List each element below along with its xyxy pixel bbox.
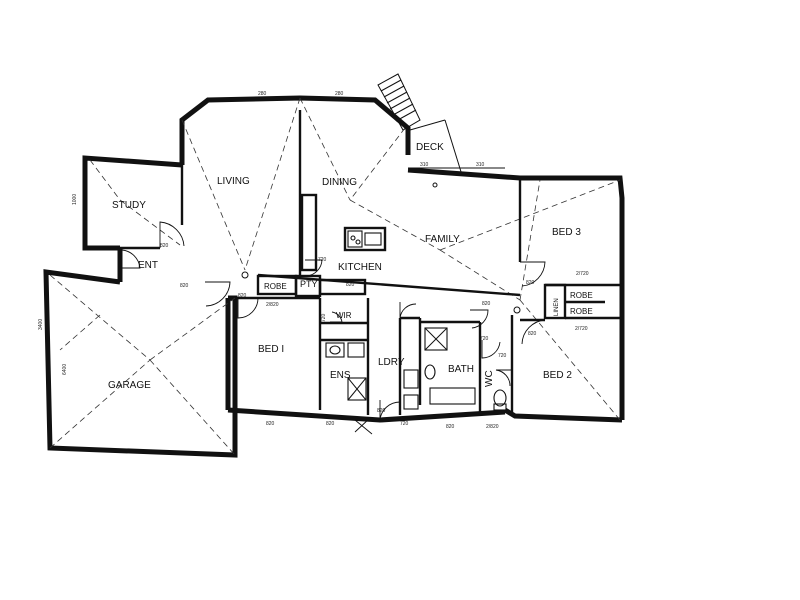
dim-ldry-door: 820 [377, 408, 386, 414]
dim-bed2-door: 820 [528, 331, 537, 337]
external-walls [43, 95, 625, 458]
room-label-bed1: BED I [258, 344, 284, 355]
room-label-dining: DINING [322, 177, 357, 188]
dim-hall-b: 820 [482, 301, 491, 307]
room-label-pty: PTY [300, 279, 318, 289]
dim-left-garage-b: 3400 [38, 319, 44, 330]
dim-study-door: 820 [160, 243, 169, 249]
room-label-linen: LINEN [554, 298, 560, 316]
dim-bottom-c: 820 [446, 424, 455, 430]
room-label-study: STUDY [112, 200, 146, 211]
dim-deck-right: 310 [476, 162, 485, 168]
dim-bath-door: 720 [480, 336, 489, 342]
internal-walls [120, 110, 622, 415]
dim-robe2-door: 2/720 [575, 326, 588, 332]
room-labels: STUDY LIVING DINING DECK FAMILY BED 3 EN… [108, 142, 593, 391]
room-label-bed2: BED 2 [543, 370, 572, 381]
dim-bed1-top: 820 [238, 293, 247, 299]
dim-bottom-d: 2/820 [486, 424, 499, 430]
deck-steps [377, 73, 505, 176]
dim-robe3-door: 2/720 [576, 271, 589, 277]
room-label-garage: GARAGE [108, 380, 151, 391]
room-label-robe-bed2: ROBE [570, 307, 593, 316]
room-label-ent: ENT [138, 260, 158, 271]
fixtures [325, 230, 507, 411]
section-markers [241, 182, 521, 314]
room-label-bed3: BED 3 [552, 227, 581, 238]
dim-deck-left: 310 [420, 162, 429, 168]
dim-hall-a: 820 [346, 282, 355, 288]
room-label-ldry: LDRY [378, 357, 405, 368]
roof-lines [49, 97, 621, 456]
dim-bed3-door: 820 [526, 280, 535, 286]
room-label-ens: ENS [330, 370, 351, 381]
room-label-robe-bed3: ROBE [570, 291, 593, 300]
room-label-robe-bed1: ROBE [264, 282, 287, 291]
dim-left-garage: 6400 [62, 364, 68, 375]
dim-wc-door: 720 [498, 353, 507, 359]
room-label-family: FAMILY [425, 234, 460, 245]
room-label-wir: WIR [336, 311, 352, 320]
dim-robe-door: 2/820 [266, 302, 279, 308]
dim-bottom-e: 720 [400, 421, 409, 427]
dim-bottom-b: 820 [326, 421, 335, 427]
dimension-labels: 280 280 310 310 820 820 820 2/820 720 82… [38, 91, 589, 430]
dim-top-right: 280 [335, 91, 344, 97]
room-label-kitchen: KITCHEN [338, 262, 382, 273]
dim-kitchen-door: 720 [318, 257, 327, 263]
room-label-wc: WC [484, 370, 495, 387]
dim-garage-door: 820 [180, 283, 189, 289]
room-label-bath: BATH [448, 364, 474, 375]
dim-bottom-a: 820 [266, 421, 275, 427]
dim-wir-door: 720 [321, 313, 327, 322]
room-label-deck: DECK [416, 142, 444, 153]
doors [120, 221, 546, 435]
room-label-living: LIVING [217, 176, 250, 187]
dim-top-left: 280 [258, 91, 267, 97]
dim-left-study: 1000 [72, 194, 78, 205]
